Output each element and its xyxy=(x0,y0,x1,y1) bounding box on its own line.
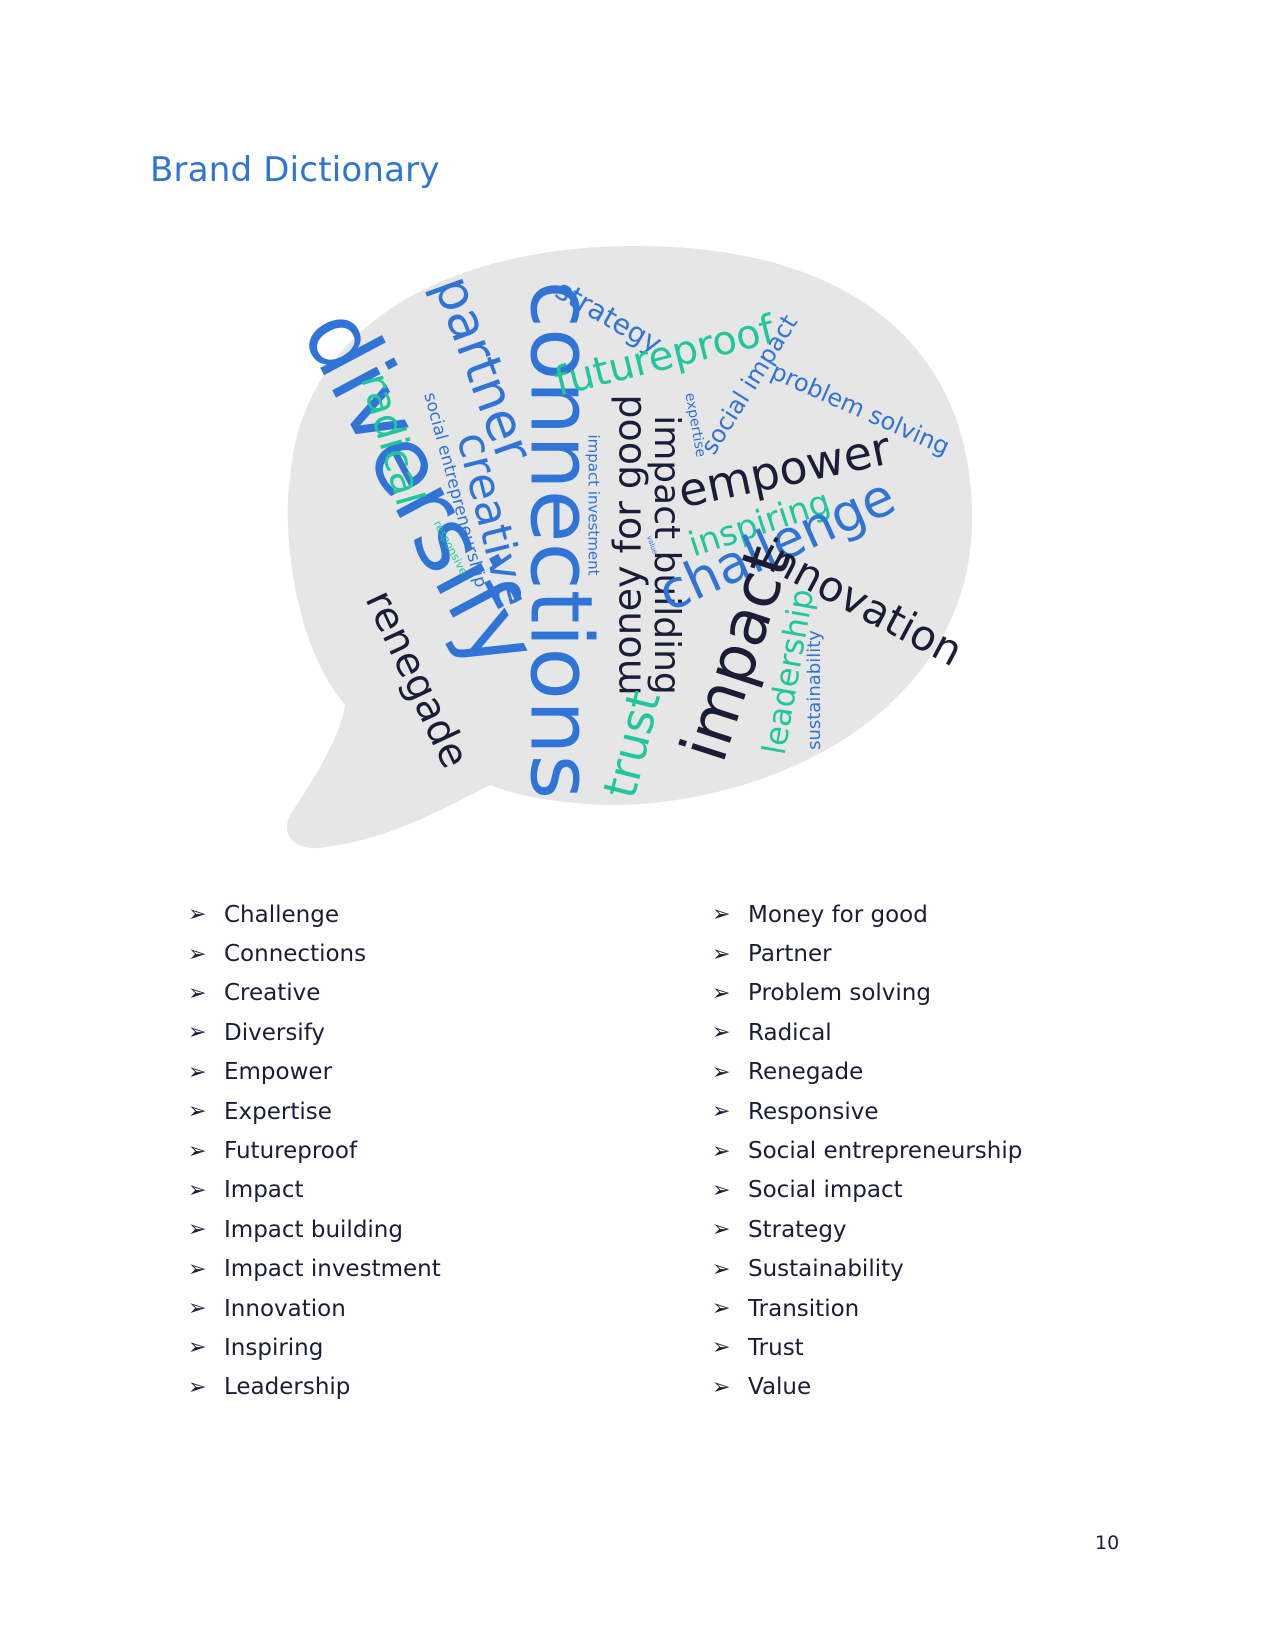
cloud-word-impact-investment: impact investment xyxy=(585,434,603,575)
list-item-label: Impact building xyxy=(224,1216,403,1243)
list-item-label: Radical xyxy=(748,1019,832,1046)
arrow-bullet-icon: ➢ xyxy=(188,1177,207,1203)
list-item: ➢ Problem solving xyxy=(712,974,1022,1013)
list-item-label: Challenge xyxy=(224,901,339,928)
list-item-label: Diversify xyxy=(224,1019,325,1046)
arrow-bullet-icon: ➢ xyxy=(712,1296,731,1322)
arrow-bullet-icon: ➢ xyxy=(188,1138,207,1164)
arrow-bullet-icon: ➢ xyxy=(188,1020,207,1046)
list-item-label: Value xyxy=(748,1374,812,1401)
list-item: ➢ Impact xyxy=(188,1171,441,1210)
list-item-label: Partner xyxy=(748,941,832,968)
list-item: ➢ Responsive xyxy=(712,1092,1022,1131)
list-item: ➢ Value xyxy=(712,1368,1022,1407)
arrow-bullet-icon: ➢ xyxy=(188,1059,207,1085)
list-item: ➢ Partner xyxy=(712,934,1022,973)
list-item-label: Leadership xyxy=(224,1374,351,1401)
arrow-bullet-icon: ➢ xyxy=(712,1177,731,1203)
brand-word-list-right: ➢Money for good➢Partner➢Problem solving➢… xyxy=(712,895,1022,1407)
list-item: ➢ Creative xyxy=(188,974,441,1013)
list-item-label: Money for good xyxy=(748,901,928,928)
arrow-bullet-icon: ➢ xyxy=(188,1335,207,1361)
list-item: ➢ Expertise xyxy=(188,1092,441,1131)
list-item: ➢ Transition xyxy=(712,1289,1022,1328)
page-title: Brand Dictionary xyxy=(150,150,440,190)
list-item-label: Responsive xyxy=(748,1098,879,1125)
arrow-bullet-icon: ➢ xyxy=(712,1020,731,1046)
list-item: ➢ Radical xyxy=(712,1013,1022,1052)
list-item: ➢ Trust xyxy=(712,1328,1022,1367)
list-item: ➢ Social impact xyxy=(712,1171,1022,1210)
arrow-bullet-icon: ➢ xyxy=(712,1374,731,1400)
cloud-word-impact-building: impact building xyxy=(646,415,687,695)
arrow-bullet-icon: ➢ xyxy=(712,941,731,967)
list-item: ➢ Diversify xyxy=(188,1013,441,1052)
list-item: ➢ Renegade xyxy=(712,1053,1022,1092)
list-item: ➢ Connections xyxy=(188,934,441,973)
arrow-bullet-icon: ➢ xyxy=(712,902,731,928)
list-item-label: Strategy xyxy=(748,1216,847,1243)
list-item-label: Innovation xyxy=(224,1295,346,1322)
list-item: ➢ Impact investment xyxy=(188,1250,441,1289)
list-item-label: Trust xyxy=(748,1334,804,1361)
list-item: ➢ Challenge xyxy=(188,895,441,934)
arrow-bullet-icon: ➢ xyxy=(188,980,207,1006)
list-item: ➢ Money for good xyxy=(712,895,1022,934)
arrow-bullet-icon: ➢ xyxy=(712,1217,731,1243)
list-item: ➢ Innovation xyxy=(188,1289,441,1328)
list-item-label: Problem solving xyxy=(748,980,931,1007)
list-item-label: Transition xyxy=(748,1295,860,1322)
arrow-bullet-icon: ➢ xyxy=(188,1296,207,1322)
speech-bubble-shape xyxy=(287,245,973,849)
arrow-bullet-icon: ➢ xyxy=(712,1138,731,1164)
page-number: 10 xyxy=(1095,1532,1120,1554)
list-item-label: Renegade xyxy=(748,1059,864,1086)
list-item-label: Creative xyxy=(224,980,321,1007)
list-item-label: Impact xyxy=(224,1177,304,1204)
list-item-label: Impact investment xyxy=(224,1256,441,1283)
arrow-bullet-icon: ➢ xyxy=(712,1099,731,1125)
list-item: ➢ Impact building xyxy=(188,1210,441,1249)
list-item: ➢ Leadership xyxy=(188,1368,441,1407)
brand-word-list-left: ➢ Challenge ➢ Connections ➢ Creative ➢ Diversif… xyxy=(188,895,441,1407)
list-item: ➢ Social entrepreneurship xyxy=(712,1131,1022,1170)
list-item: ➢ Empower xyxy=(188,1053,441,1092)
list-item: ➢ Strategy xyxy=(712,1210,1022,1249)
cloud-word-money-for-good: money for good xyxy=(606,394,650,695)
arrow-bullet-icon: ➢ xyxy=(188,902,207,928)
arrow-bullet-icon: ➢ xyxy=(188,941,207,967)
cloud-word-sustainability: sustainability xyxy=(804,630,825,750)
list-item-label: Expertise xyxy=(224,1098,332,1125)
list-item-label: Social impact xyxy=(748,1177,903,1204)
arrow-bullet-icon: ➢ xyxy=(712,1256,731,1282)
arrow-bullet-icon: ➢ xyxy=(712,980,731,1006)
list-item: ➢ Futureproof xyxy=(188,1131,441,1170)
list-item-label: Empower xyxy=(224,1059,333,1086)
arrow-bullet-icon: ➢ xyxy=(188,1217,207,1243)
list-item: ➢ Sustainability xyxy=(712,1250,1022,1289)
arrow-bullet-icon: ➢ xyxy=(188,1374,207,1400)
list-item-label: Social entrepreneurship xyxy=(748,1138,1023,1165)
arrow-bullet-icon: ➢ xyxy=(712,1335,731,1361)
cloud-word-connections: connections xyxy=(511,281,611,800)
arrow-bullet-icon: ➢ xyxy=(188,1256,207,1282)
arrow-bullet-icon: ➢ xyxy=(188,1099,207,1125)
arrow-bullet-icon: ➢ xyxy=(712,1059,731,1085)
list-item-label: Sustainability xyxy=(748,1256,904,1283)
list-item-label: Connections xyxy=(224,941,367,968)
list-item: ➢ Inspiring xyxy=(188,1328,441,1367)
list-item-label: Inspiring xyxy=(224,1334,324,1361)
list-item-label: Futureproof xyxy=(224,1138,358,1165)
